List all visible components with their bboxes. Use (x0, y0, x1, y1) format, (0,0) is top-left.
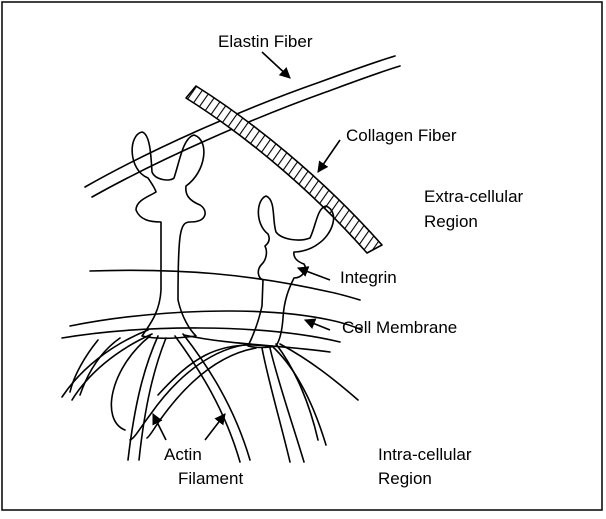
elastin-pointer-arrow (262, 52, 290, 78)
membrane-pointer-arrow (305, 320, 330, 330)
collagen-fiber (186, 86, 382, 253)
cell-membrane (62, 270, 362, 342)
actin-filaments (62, 330, 358, 462)
collagen-pointer-arrow (318, 140, 340, 172)
label-filament: Filament (178, 469, 243, 488)
label-intra-cellular: Intra-cellular (378, 445, 472, 464)
diagram-frame (2, 2, 602, 510)
label-extra-cellular-region: Region (424, 212, 478, 231)
label-collagen-fiber: Collagen Fiber (346, 126, 457, 145)
label-cell-membrane: Cell Membrane (342, 318, 457, 337)
label-extra-cellular: Extra-cellular (424, 187, 524, 206)
label-integrin: Integrin (340, 268, 397, 287)
label-intra-cellular-region: Region (378, 469, 432, 488)
integrin-right (248, 196, 334, 348)
actin-pointer-arrow-right (205, 414, 225, 440)
label-elastin-fiber: Elastin Fiber (218, 32, 313, 51)
label-actin: Actin (164, 445, 202, 464)
integrin-left (132, 132, 205, 338)
